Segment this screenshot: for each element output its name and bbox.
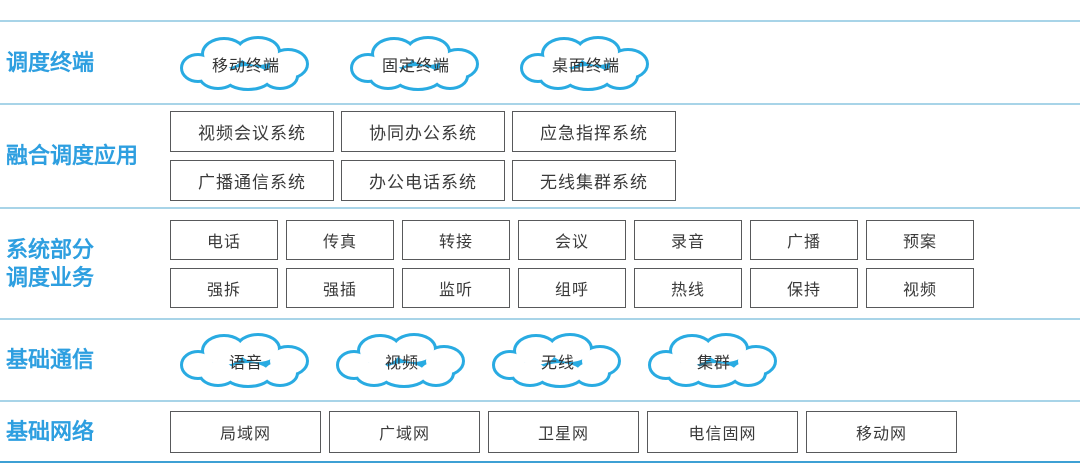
service-box: 强拆	[170, 267, 278, 308]
layer-fusion-dispatch-apps: 融合调度应用 视频会议系统 协同办公系统 应急指挥系统 广播通信系统 办公电话系…	[0, 103, 1080, 207]
application-box: 无线集群系统	[512, 160, 676, 201]
layer-title-text: 融合调度应用	[6, 143, 139, 169]
architecture-diagram: 调度终端 移动终端 固定终端 桌面终端 融合调度应用 视频会议系统 协同办公	[0, 20, 1080, 463]
service-box: 监听	[402, 267, 510, 308]
cloud-node: 无线	[488, 331, 628, 389]
layer-title-text: 基础通信	[6, 347, 95, 373]
cloud-label: 桌面终端	[551, 57, 620, 75]
network-box: 卫星网	[488, 410, 639, 453]
cloud-node: 语音	[176, 331, 316, 389]
layer-title: 基础网络	[0, 418, 170, 446]
network-boxes: 局域网 广域网 卫星网 电信固网 移动网	[170, 410, 957, 453]
service-box: 预案	[866, 219, 974, 260]
cloud-node: 固定终端	[346, 34, 486, 92]
layer-title-text: 调度业务	[6, 264, 95, 290]
layer-basic-communication: 基础通信 语音 视频 无线 集群	[0, 318, 1080, 400]
service-box: 强插	[286, 267, 394, 308]
layer-dispatch-services: 系统部分 调度业务 电话 传真 转接 会议 录音 广播 预案 强拆 强插 监听 …	[0, 207, 1080, 318]
layer-title: 基础通信	[0, 346, 170, 374]
application-box: 协同办公系统	[341, 111, 505, 152]
network-box: 电信固网	[647, 410, 798, 453]
application-box: 办公电话系统	[341, 160, 505, 201]
layer-title: 融合调度应用	[0, 142, 170, 170]
cloud-node: 集群	[644, 331, 784, 389]
terminal-clouds: 移动终端 固定终端 桌面终端	[170, 34, 656, 92]
layer-title: 系统部分 调度业务	[0, 236, 170, 291]
service-box: 转接	[402, 219, 510, 260]
cloud-label: 集群	[696, 355, 731, 372]
network-box: 局域网	[170, 410, 321, 453]
layer-basic-network: 基础网络 局域网 广域网 卫星网 电信固网 移动网	[0, 400, 1080, 461]
cloud-label: 语音	[228, 355, 263, 372]
cloud-label: 固定终端	[381, 57, 450, 75]
service-box: 组呼	[518, 267, 626, 308]
layer-title-text: 基础网络	[6, 418, 95, 444]
layer-dispatch-terminals: 调度终端 移动终端 固定终端 桌面终端	[0, 20, 1080, 103]
service-box: 会议	[518, 219, 626, 260]
service-box: 热线	[634, 267, 742, 308]
service-box: 视频	[866, 267, 974, 308]
cloud-node: 桌面终端	[516, 34, 656, 92]
layer-title: 调度终端	[0, 49, 170, 77]
application-boxes: 视频会议系统 协同办公系统 应急指挥系统 广播通信系统 办公电话系统 无线集群系…	[170, 111, 676, 201]
cloud-label: 视频	[384, 355, 419, 372]
service-box: 传真	[286, 219, 394, 260]
application-box: 应急指挥系统	[512, 111, 676, 152]
application-box: 视频会议系统	[170, 111, 334, 152]
cloud-node: 移动终端	[176, 34, 316, 92]
service-boxes: 电话 传真 转接 会议 录音 广播 预案 强拆 强插 监听 组呼 热线 保持 视…	[170, 219, 974, 308]
network-box: 广域网	[329, 410, 480, 453]
communication-clouds: 语音 视频 无线 集群	[170, 331, 784, 389]
layer-title-text: 系统部分	[6, 237, 95, 262]
service-box: 保持	[750, 267, 858, 308]
layer-title-text: 调度终端	[6, 49, 95, 75]
service-box: 广播	[750, 219, 858, 260]
bottom-divider	[0, 461, 1080, 463]
service-box: 电话	[170, 219, 278, 260]
cloud-label: 移动终端	[211, 57, 280, 75]
cloud-label: 无线	[540, 355, 575, 372]
cloud-node: 视频	[332, 331, 472, 389]
service-box: 录音	[634, 219, 742, 260]
network-box: 移动网	[806, 410, 957, 453]
application-box: 广播通信系统	[170, 160, 334, 201]
